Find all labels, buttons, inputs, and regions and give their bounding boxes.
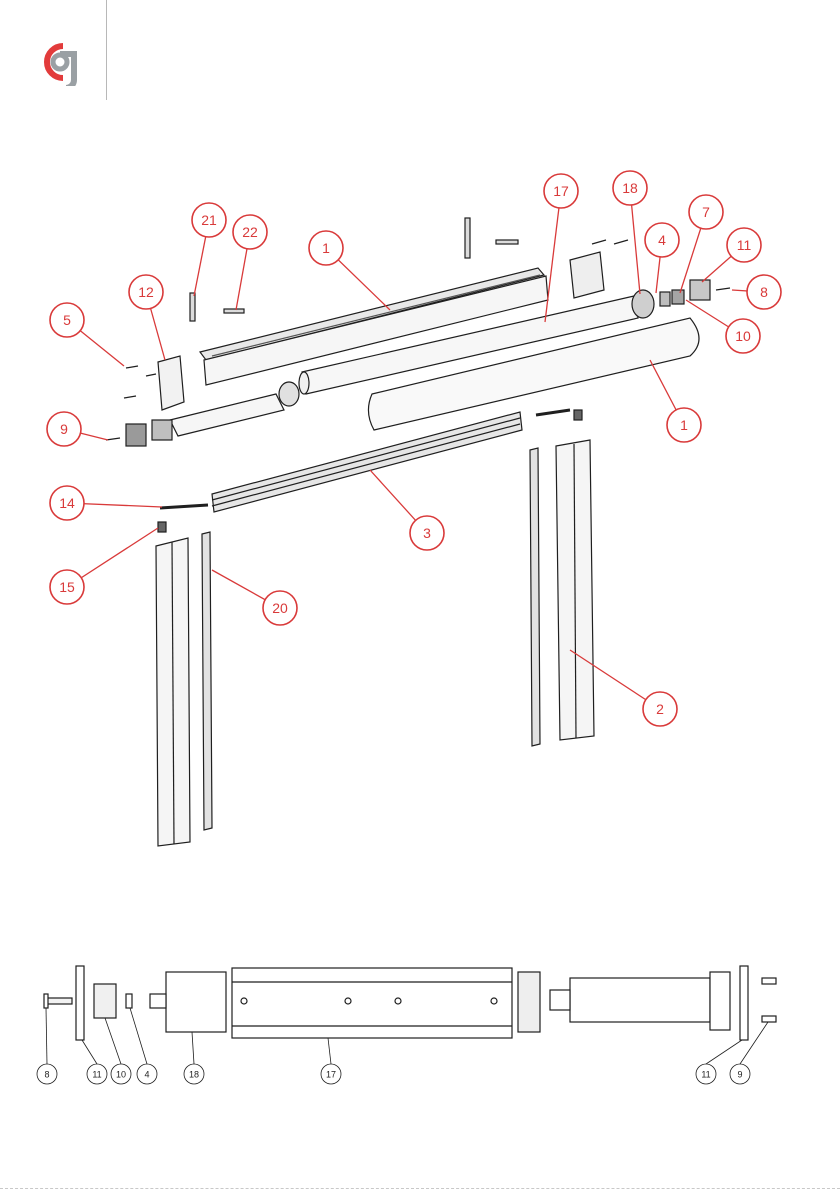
assembly-leader xyxy=(130,1008,147,1064)
callout-c4: 4 xyxy=(645,223,679,257)
assembly-bracket-11-left xyxy=(76,966,84,1040)
callout-label: 18 xyxy=(622,180,638,196)
assembly-label-8: 8 xyxy=(37,1064,57,1084)
bracket-21 xyxy=(190,293,195,321)
callout-c14: 14 xyxy=(50,486,84,520)
callout-label: 21 xyxy=(201,212,217,228)
page-bottom-rule xyxy=(0,1188,840,1190)
callout-c11: 11 xyxy=(727,228,761,262)
callout-c2: 2 xyxy=(643,692,677,726)
assembly-cap-18 xyxy=(166,972,226,1032)
bracket-11 xyxy=(690,280,710,300)
clip-15 xyxy=(158,522,166,532)
callout-leader-c17 xyxy=(545,191,561,322)
callout-c15: 15 xyxy=(50,570,84,604)
callout-label: 15 xyxy=(59,579,75,595)
part-10 xyxy=(672,290,684,304)
assembly-label-text: 17 xyxy=(326,1070,336,1080)
assembly-label-text: 8 xyxy=(44,1070,49,1080)
assembly-screw-9 xyxy=(762,978,776,984)
callout-label: 1 xyxy=(680,417,688,433)
part-4 xyxy=(660,292,670,306)
end-plate-12 xyxy=(158,356,184,410)
assembly-label-text: 10 xyxy=(116,1070,126,1080)
callout-c7: 7 xyxy=(689,195,723,229)
callout-label: 20 xyxy=(272,600,288,616)
assembly-leader xyxy=(105,1018,121,1064)
assembly-motor-head xyxy=(710,972,730,1030)
callout-label: 7 xyxy=(702,204,710,220)
assembly-label-17: 17 xyxy=(321,1064,341,1084)
bracket-top xyxy=(465,218,470,258)
seal-20 xyxy=(202,532,212,830)
callout-label: 1 xyxy=(322,240,330,256)
callout-c1a: 1 xyxy=(309,231,343,265)
callout-c17: 17 xyxy=(544,174,578,208)
assembly-label-9: 9 xyxy=(730,1064,750,1084)
callout-c20: 20 xyxy=(263,591,297,625)
callout-c5: 5 xyxy=(50,303,84,337)
assembly-label-4: 4 xyxy=(137,1064,157,1084)
assembly-label-18: 18 xyxy=(184,1064,204,1084)
motor-tube xyxy=(170,394,284,436)
assembly-label-text: 4 xyxy=(144,1070,149,1080)
callout-c8: 8 xyxy=(747,275,781,309)
bottom-rail-3 xyxy=(212,412,522,512)
bracket-9 xyxy=(126,424,146,446)
callout-label: 10 xyxy=(735,328,751,344)
callout-label: 3 xyxy=(423,525,431,541)
callout-c9: 9 xyxy=(47,412,81,446)
callout-label: 22 xyxy=(242,224,258,240)
assembly-screw-8 xyxy=(46,998,72,1004)
assembly-label-text: 11 xyxy=(701,1070,710,1080)
callout-c18: 18 xyxy=(613,171,647,205)
callout-c3: 3 xyxy=(410,516,444,550)
callout-label: 8 xyxy=(760,284,768,300)
end-cap-18 xyxy=(632,290,654,318)
callout-c12: 12 xyxy=(129,275,163,309)
callout-label: 11 xyxy=(737,237,752,253)
assembly-leader xyxy=(82,1040,97,1064)
assembly-label-10: 10 xyxy=(111,1064,131,1084)
callout-c21: 21 xyxy=(192,203,226,237)
assembly-part-10 xyxy=(94,984,116,1018)
clip-22 xyxy=(224,309,244,313)
assembly-leader xyxy=(328,1038,331,1064)
right-seal xyxy=(530,448,540,746)
assembly-label-text: 18 xyxy=(189,1070,199,1080)
assembly-label-text: 9 xyxy=(737,1070,742,1080)
adapter-ring xyxy=(279,382,299,406)
assembly-leader xyxy=(192,1032,194,1064)
assembly-label-text: 11 xyxy=(92,1070,101,1080)
motor-head xyxy=(152,420,172,440)
callout-c10: 10 xyxy=(726,319,760,353)
callout-c1b: 1 xyxy=(667,408,701,442)
callout-label: 5 xyxy=(63,312,71,328)
assembly-leader xyxy=(706,1040,742,1064)
callout-c22: 22 xyxy=(233,215,267,249)
callout-label: 4 xyxy=(658,232,666,248)
assembly-motor xyxy=(570,978,710,1022)
clip-top xyxy=(496,240,518,244)
callout-label: 2 xyxy=(656,701,664,717)
assembly-tube-17 xyxy=(232,968,512,1038)
callout-label: 17 xyxy=(553,183,569,199)
assembly-leader xyxy=(46,1008,47,1064)
assembly-label-11: 11 xyxy=(87,1064,107,1084)
assembly-adapter xyxy=(518,972,540,1032)
callout-label: 9 xyxy=(60,421,68,437)
callout-label: 14 xyxy=(59,495,75,511)
right-end-plate xyxy=(570,252,604,298)
assembly-part-4 xyxy=(126,994,132,1008)
callout-label: 12 xyxy=(138,284,154,300)
assembly-bracket-11-right xyxy=(740,966,748,1040)
assembly-label-11: 11 xyxy=(696,1064,716,1084)
